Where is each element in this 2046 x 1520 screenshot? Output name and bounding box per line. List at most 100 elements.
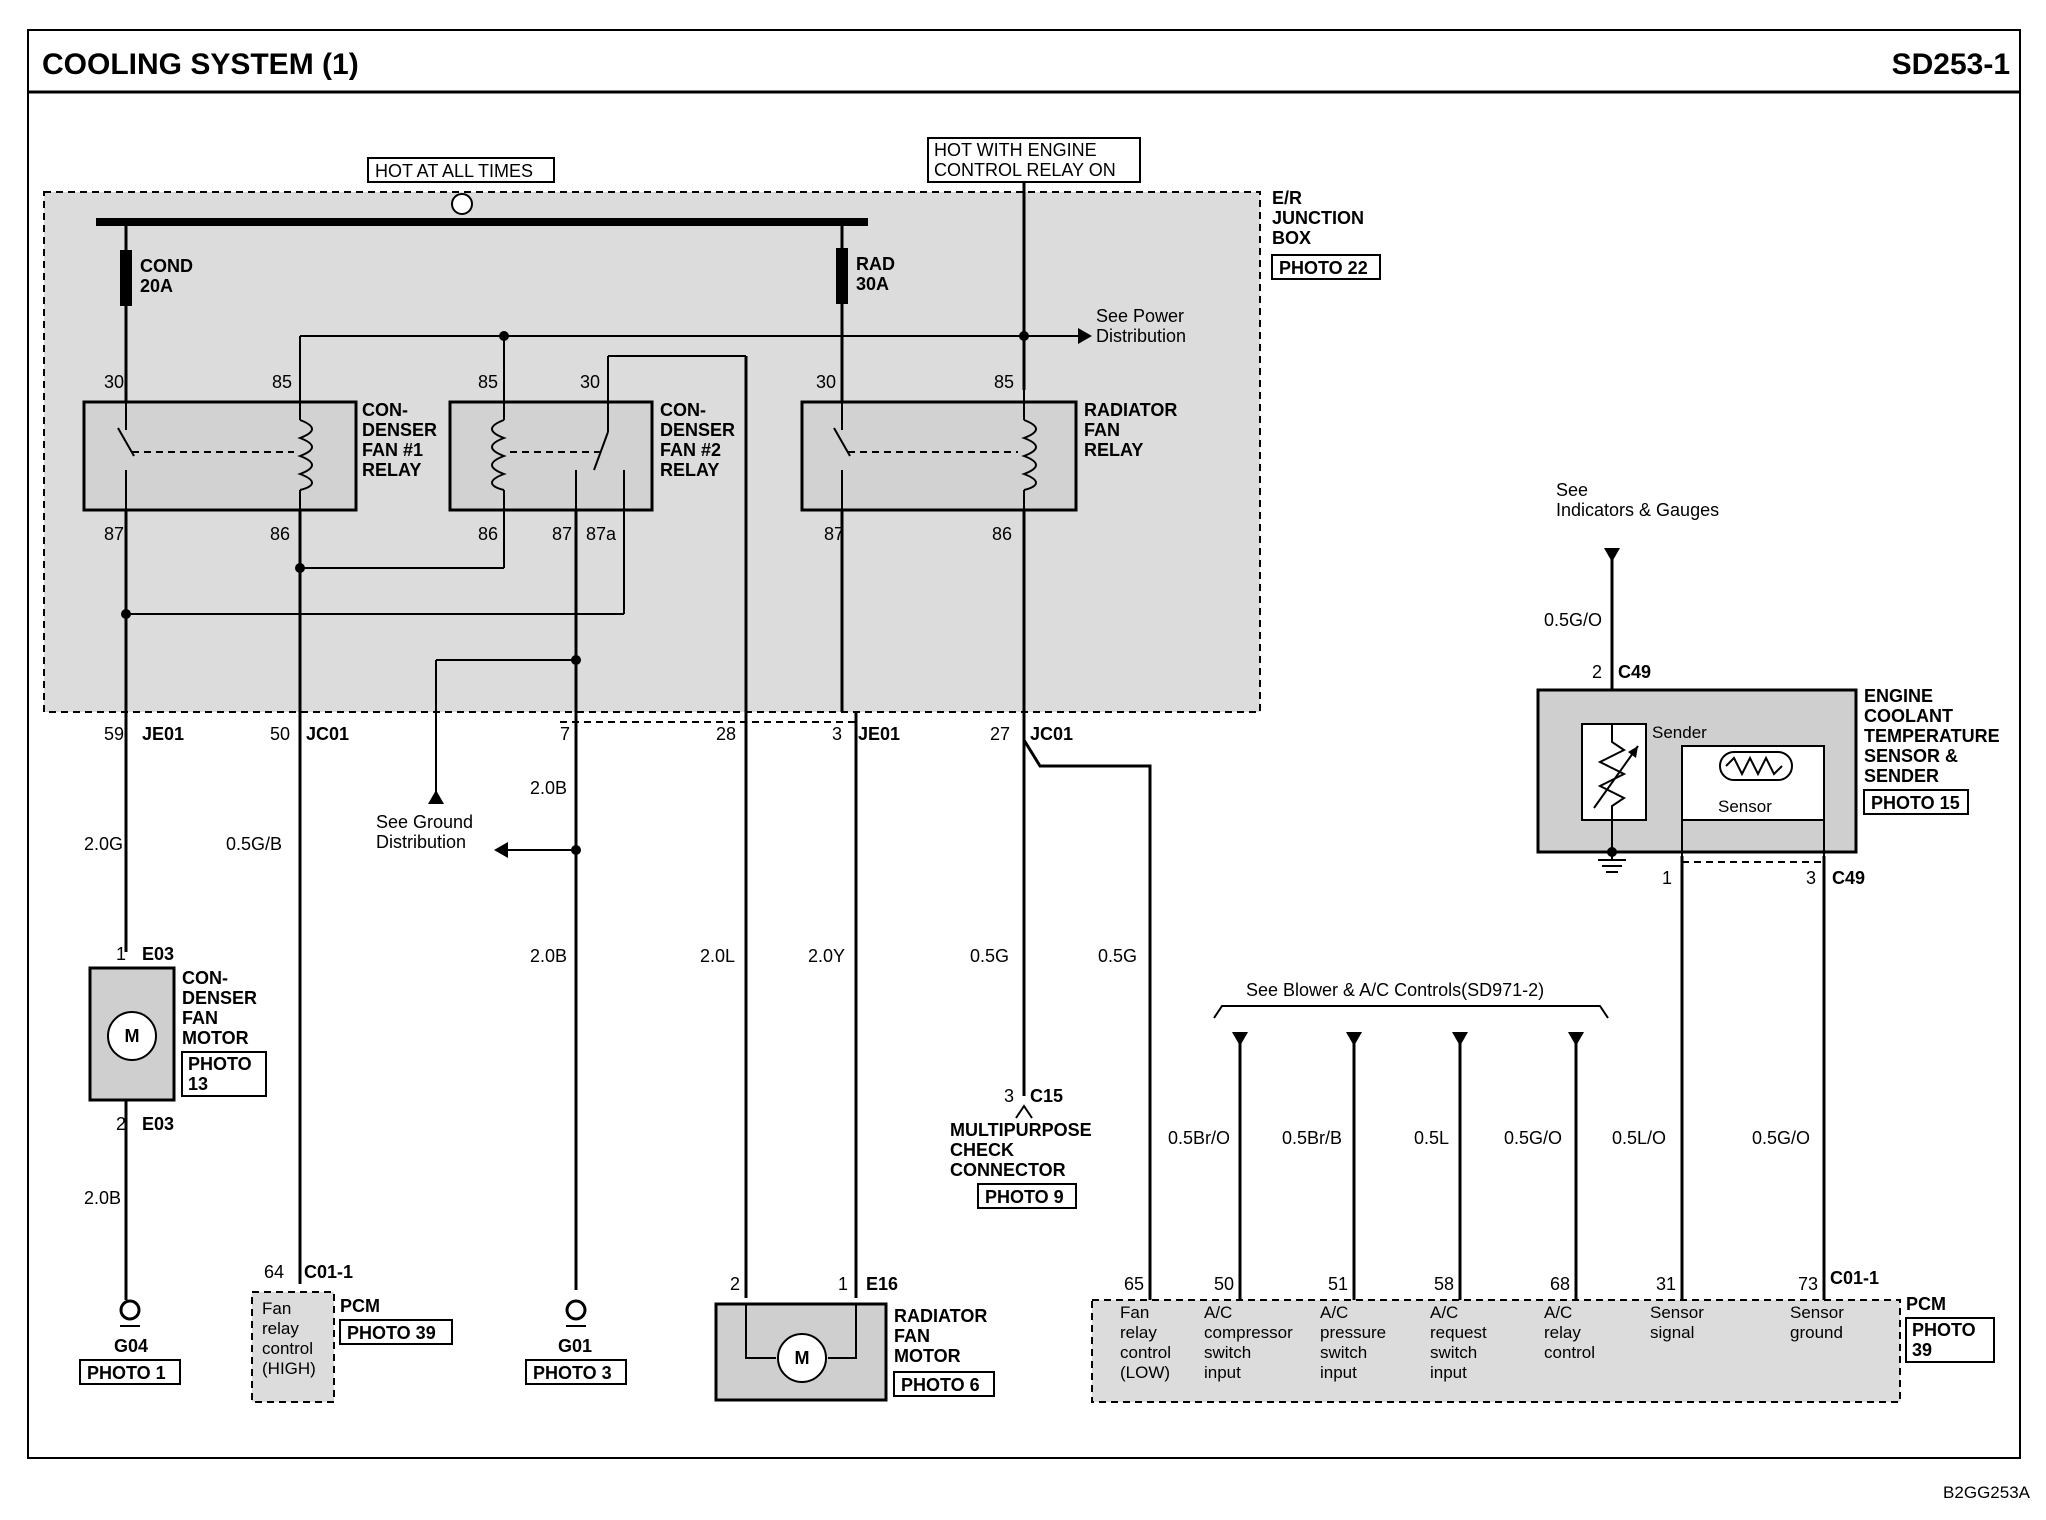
pcm-low-pin-function: A/C <box>1204 1303 1232 1322</box>
cf1-pin87: 87 <box>104 524 124 544</box>
rad-motor-label-1: RADIATOR <box>894 1306 987 1326</box>
indicators-ref-1: See <box>1556 480 1588 500</box>
pcm-low-outline <box>1091 1299 1901 1403</box>
rad-relay-label-1: RADIATOR <box>1084 400 1177 420</box>
power-source-node <box>451 193 473 215</box>
g01-photo: PHOTO 3 <box>533 1363 612 1383</box>
pcm-low-pin-function: input <box>1204 1363 1241 1382</box>
check-label-1: MULTIPURPOSE <box>950 1120 1092 1140</box>
cond-motor-conn2: E03 <box>142 1114 174 1134</box>
ect-sensor: Sensor <box>1718 797 1772 816</box>
cf1-pin85: 85 <box>272 372 292 392</box>
rad-motor-conn: E16 <box>866 1274 898 1294</box>
cf2-label-4: RELAY <box>660 460 719 480</box>
cf2-contact <box>575 402 625 510</box>
label-0-5brb: 0.5Br/B <box>1282 1128 1342 1148</box>
hot-engine-label-2: CONTROL RELAY ON <box>934 160 1116 180</box>
ground-ref-2: Distribution <box>376 832 466 852</box>
ac-arrow <box>1232 1032 1248 1046</box>
pcm-low-pin-function: ground <box>1790 1323 1843 1342</box>
pcm-high-t3: control <box>262 1339 313 1358</box>
ect-pin-top: 2 <box>1592 662 1602 682</box>
rad-coil <box>1021 419 1037 491</box>
cond-motor-m: M <box>125 1026 140 1046</box>
junction-box-label-1: E/R <box>1272 188 1302 208</box>
cf2-pin87: 87 <box>552 524 572 544</box>
pcm-low-pin-function: switch <box>1204 1343 1251 1362</box>
cf1-label-3: FAN #1 <box>362 440 423 460</box>
cond-fuse-name: COND <box>140 256 193 276</box>
pin-50: 50 <box>270 724 290 744</box>
pcm-low-pin-function: compressor <box>1204 1323 1293 1342</box>
pin-27: 27 <box>990 724 1010 744</box>
junction-box-photo-box <box>1271 254 1381 280</box>
pcm-low-photo-1: PHOTO <box>1912 1320 1976 1340</box>
pcm-low-pin-function: Sensor <box>1650 1303 1704 1322</box>
pcm-high-t1: Fan <box>262 1299 291 1318</box>
junction-dot <box>1019 331 1029 341</box>
pcm-low-pin-number: 51 <box>1328 1274 1348 1294</box>
label-0-5gb: 0.5G/B <box>226 834 282 854</box>
check-conn-icon <box>1015 1104 1033 1119</box>
relay-cf2-body <box>448 400 654 512</box>
pcm-high-t2: relay <box>262 1319 299 1338</box>
conn-je01-b: JE01 <box>858 724 900 744</box>
rad-motor-label-3: MOTOR <box>894 1346 961 1366</box>
rad-pin30: 30 <box>816 372 836 392</box>
page-code: SD253-1 <box>1892 48 2010 81</box>
pcm-low-name: PCM <box>1906 1294 1946 1314</box>
conn-je01-a: JE01 <box>142 724 184 744</box>
ect-sender-resistor <box>1597 724 1627 820</box>
cf2-label-2: DENSER <box>660 420 735 440</box>
label-2-0l: 2.0L <box>700 946 735 966</box>
rad-motor-pin1: 1 <box>838 1274 848 1294</box>
conn-jc01-a: JC01 <box>306 724 349 744</box>
relay-rad-body <box>800 400 1078 512</box>
ect-photo-box <box>1863 789 1969 815</box>
cf2-pin87a: 87a <box>586 524 617 544</box>
pin-28: 28 <box>716 724 736 744</box>
hot-always-box <box>367 157 555 183</box>
cond-motor-photo-2: 13 <box>188 1074 208 1094</box>
rad-motor-symbol <box>777 1333 827 1383</box>
junction-box-outline <box>43 191 1261 713</box>
cf1-pin86: 86 <box>270 524 290 544</box>
pcm-low-pin-number: 31 <box>1656 1274 1676 1294</box>
ect-conn-bot: C49 <box>1832 868 1865 888</box>
pcm-high-box <box>252 1292 334 1402</box>
junction-dot <box>1607 847 1617 857</box>
cond-motor-symbol <box>107 1011 157 1061</box>
pcm-low-pin-number: 50 <box>1214 1274 1234 1294</box>
rad-motor-photo: PHOTO 6 <box>901 1375 980 1395</box>
pcm-low-pin-function: control <box>1120 1343 1171 1362</box>
ect-label-1: ENGINE <box>1864 686 1933 706</box>
label-2-0g: 2.0G <box>84 834 123 854</box>
conn-jc01-b: JC01 <box>1030 724 1073 744</box>
ect-thermistor-zigzag <box>1725 755 1783 777</box>
pcm-high-outline <box>251 1291 335 1403</box>
ect-label-2: COOLANT <box>1864 706 1953 726</box>
label-0-5lo: 0.5L/O <box>1612 1128 1666 1148</box>
label-0-5go-top: 0.5G/O <box>1544 610 1602 630</box>
cf2-pin30: 30 <box>580 372 600 392</box>
g04-label: G04 <box>114 1336 148 1356</box>
cond-motor-label-4: MOTOR <box>182 1028 249 1048</box>
pcm-low-photo-box <box>1905 1317 1995 1363</box>
pcm-low-pin-function: control <box>1544 1343 1595 1362</box>
ac-arrow <box>1568 1032 1584 1046</box>
ect-pin1: 1 <box>1662 868 1672 888</box>
rad-fuse-rating: 30A <box>856 274 889 294</box>
ect-sender-arrowhead <box>1628 746 1638 758</box>
rad-fuse <box>836 248 848 304</box>
ac-arrow <box>1346 1032 1362 1046</box>
cf2-pin86: 86 <box>478 524 498 544</box>
rad-motor-m: M <box>795 1348 810 1368</box>
pin-3: 3 <box>832 724 842 744</box>
cf1-label-1: CON- <box>362 400 408 420</box>
junction-box-photo: PHOTO 22 <box>1279 258 1368 278</box>
rad-motor-label-2: FAN <box>894 1326 930 1346</box>
rad-motor-pin2: 2 <box>730 1274 740 1294</box>
ground-ref-arrow <box>428 790 444 804</box>
pcm-high-photo: PHOTO 39 <box>347 1323 436 1343</box>
